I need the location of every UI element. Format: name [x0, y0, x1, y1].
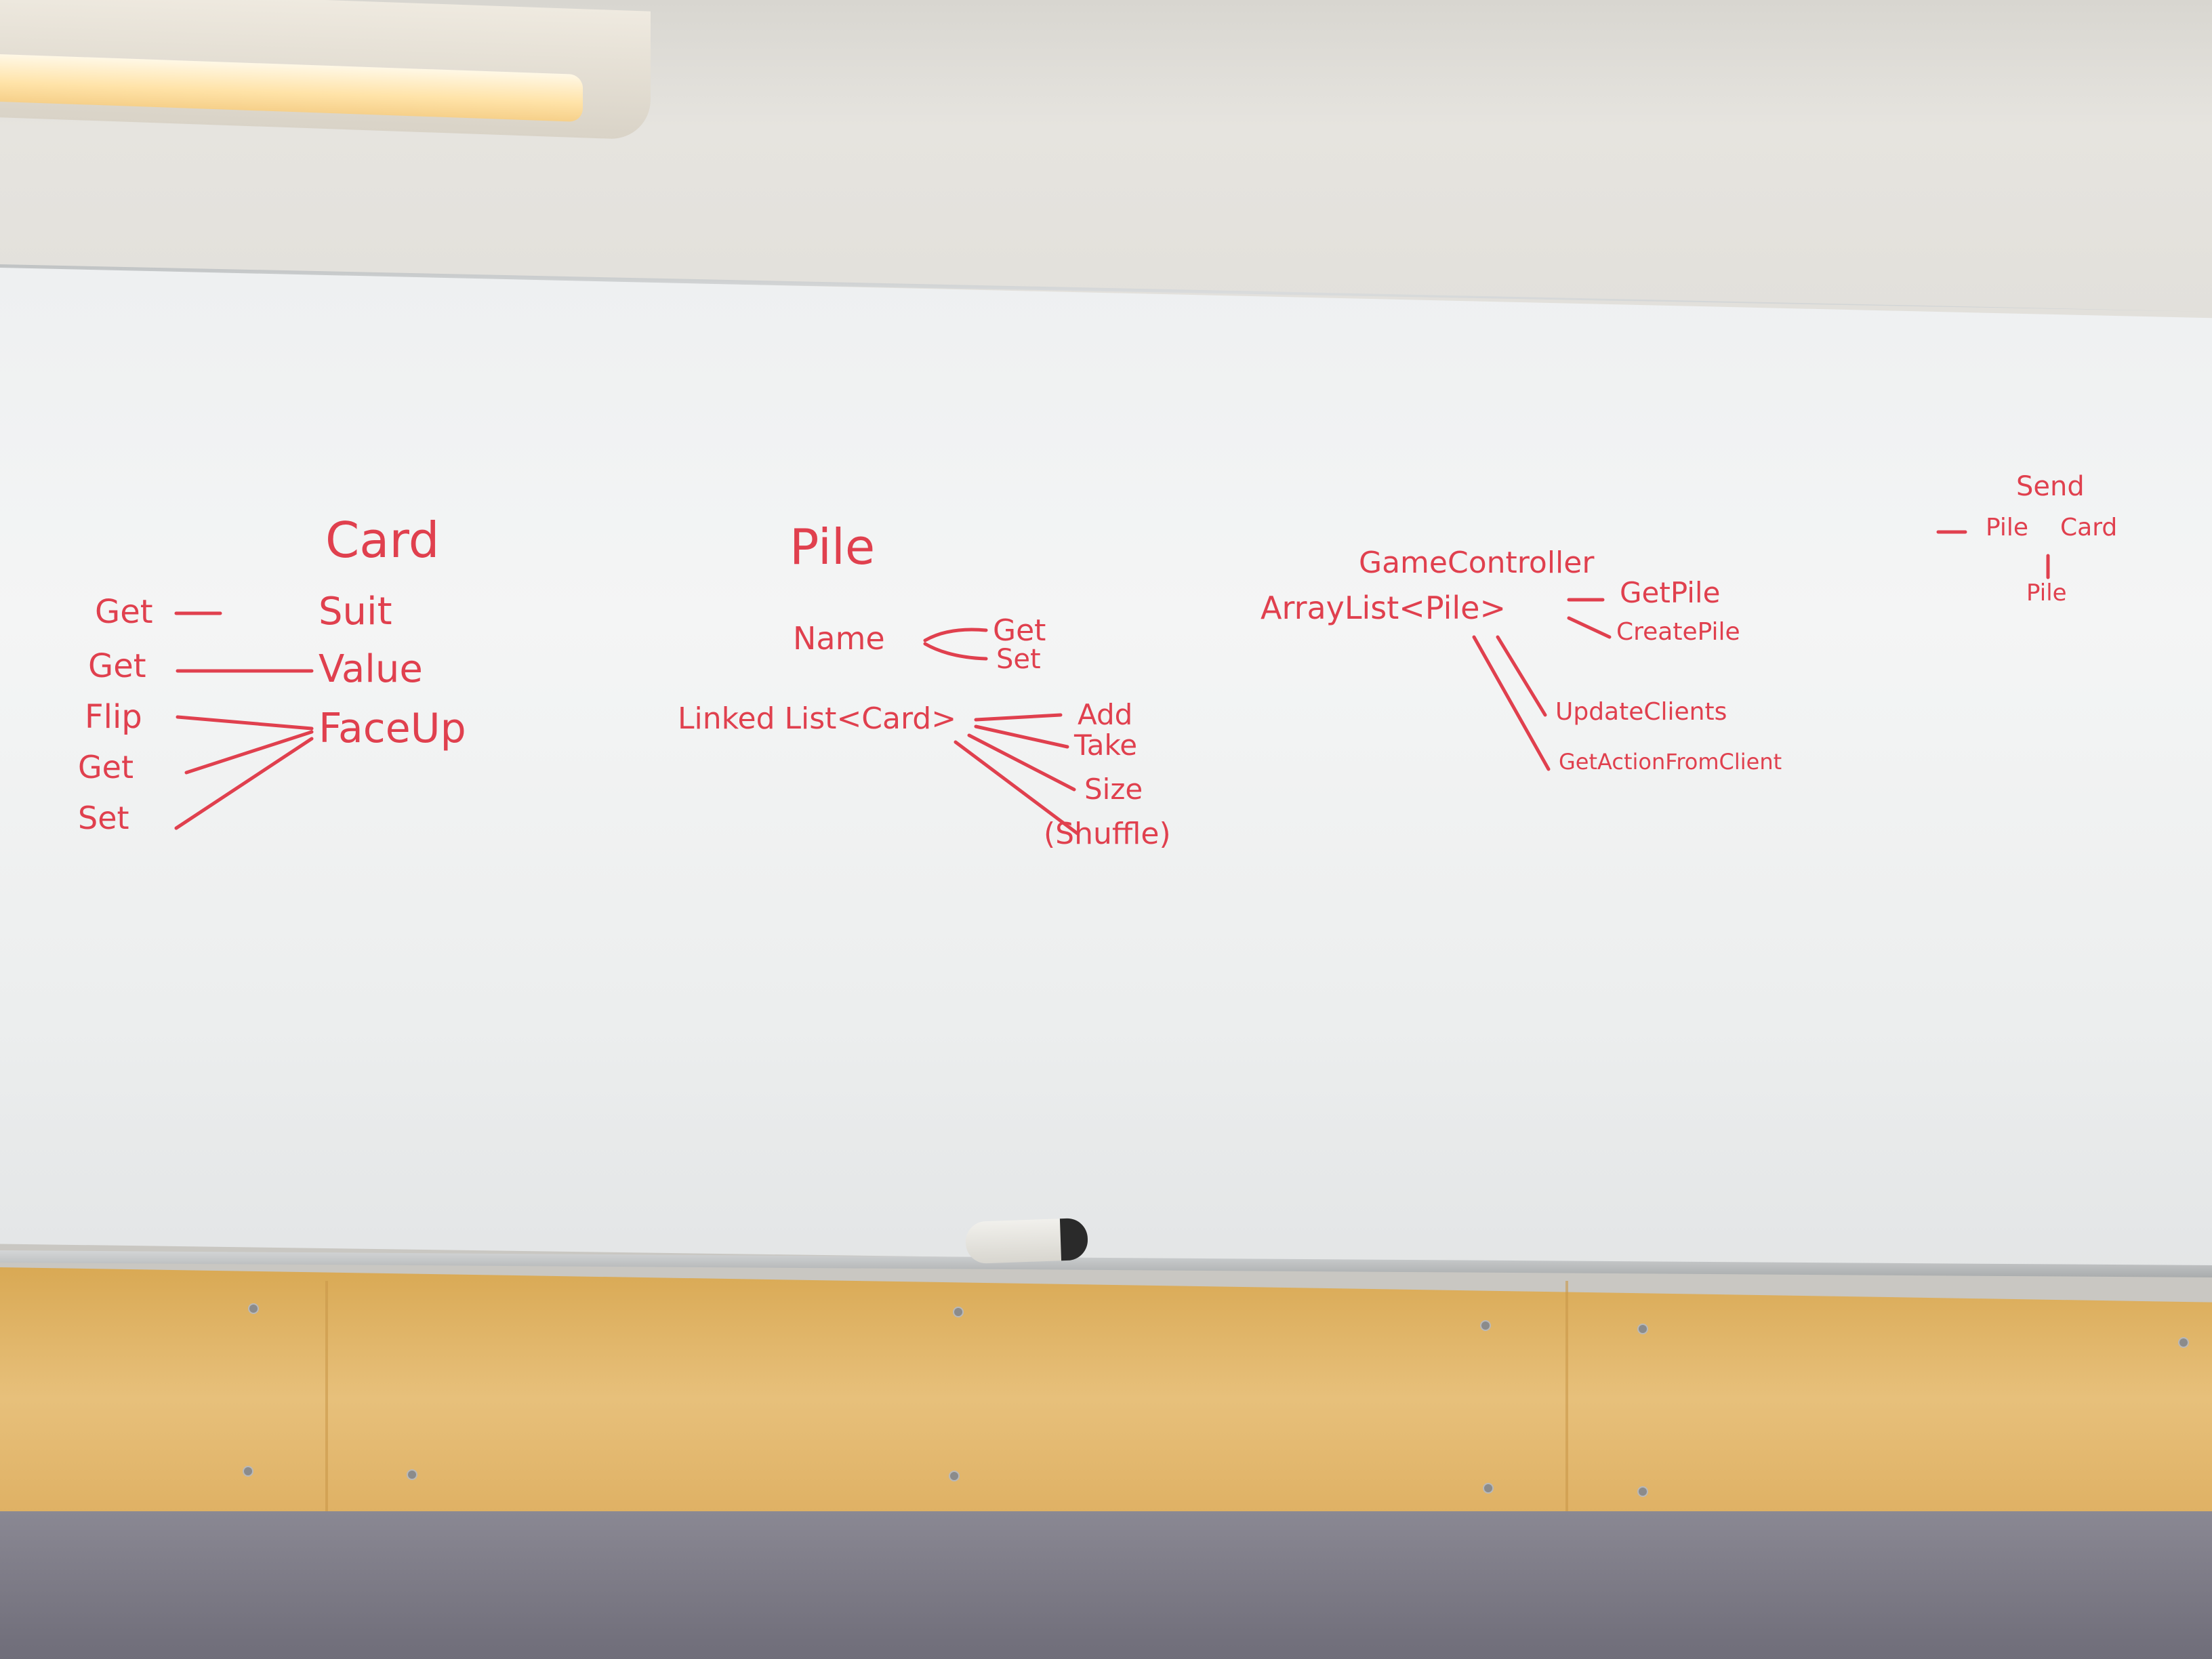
arrow-gc-getaction [1472, 635, 1551, 771]
arrow-pile-list-shuffle [954, 740, 1080, 836]
card-field-faceup: FaceUp [319, 705, 466, 752]
card-method-get: Get [95, 593, 153, 631]
pile-name-method-set: Set [996, 644, 1041, 675]
card-method-get: Get [88, 647, 146, 685]
pile-class-title: Pile [790, 518, 876, 575]
wood-panel [0, 1267, 2212, 1559]
pile-list-method-take: Take [1074, 729, 1138, 762]
pile-name-method-get: Get [993, 613, 1046, 648]
pile-list-method-shuffle: (Shuffle) [1044, 817, 1171, 851]
arrow-pile-name-set [923, 642, 988, 661]
screw [244, 1467, 252, 1475]
screw [249, 1305, 258, 1313]
game-controller-method-createpile: CreatePile [1616, 618, 1740, 646]
screw [950, 1472, 958, 1480]
screw [1481, 1322, 1490, 1330]
screw [2179, 1338, 2188, 1347]
send-result-pile: Pile [2026, 579, 2067, 607]
game-controller-method-updateclients: UpdateClients [1555, 698, 1727, 726]
card-method-set: Set [78, 800, 129, 836]
arrow-pile-list-take [974, 724, 1069, 749]
card-method-flip: Flip [85, 698, 142, 736]
arrow-gc-createpile [1567, 616, 1612, 639]
pile-list-method-size: Size [1084, 773, 1143, 806]
screw [1484, 1484, 1492, 1492]
card-method-get: Get [78, 749, 134, 785]
card-field-suit: Suit [319, 590, 392, 634]
screw [1639, 1488, 1647, 1496]
wood-panel-seam [1565, 1281, 1568, 1525]
wood-panel-seam [325, 1281, 328, 1525]
screw [408, 1471, 416, 1479]
game-controller-method-getaction: GetActionFromClient [1559, 749, 1782, 775]
arrow-card-faceup-set [174, 737, 314, 830]
send-title: Send [2016, 471, 2085, 502]
send-item-card: Card [2060, 514, 2118, 541]
game-controller-method-getpile: GetPile [1620, 576, 1721, 609]
arrow-pile-list-size [967, 733, 1076, 792]
screw [954, 1308, 962, 1316]
pile-field-name: Name [793, 620, 885, 657]
card-class-title: Card [325, 512, 440, 569]
arrow-gc-updateclients [1496, 635, 1547, 717]
game-controller-field-arraylist: ArrayList<Pile> [1261, 590, 1506, 626]
screw [1639, 1325, 1647, 1333]
arrow-card-faceup-flip [176, 715, 314, 731]
send-item-pile: Pile [1986, 514, 2029, 541]
card-field-value: Value [319, 647, 423, 691]
whiteboard-surface [0, 268, 2212, 1274]
wall-lower [0, 1511, 2212, 1659]
game-controller-title: GameController [1359, 546, 1595, 580]
pile-field-linked-list: Linked List<Card> [678, 701, 957, 736]
pile-list-method-add: Add [1078, 698, 1133, 731]
arrow-pile-list-add [974, 713, 1063, 722]
arrow-card-faceup-get [184, 730, 314, 775]
arrow-pile-name-get [923, 628, 988, 642]
